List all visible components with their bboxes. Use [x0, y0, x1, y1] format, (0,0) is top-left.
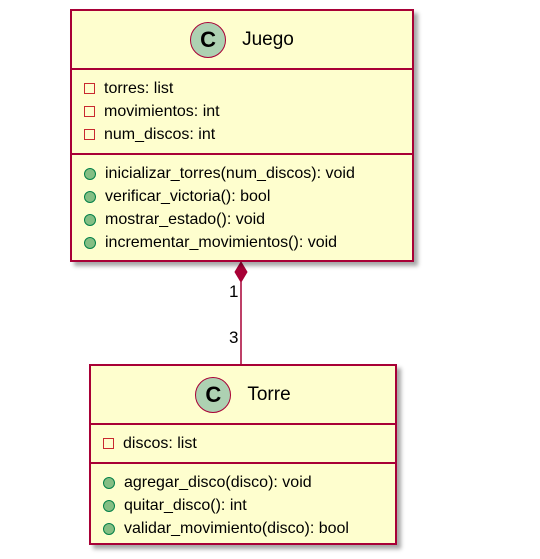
method: verificar_victoria(): bool	[84, 185, 412, 208]
public-visibility-icon	[103, 522, 115, 535]
class-name: Juego	[242, 28, 294, 50]
attributes-section: discos: list	[91, 425, 395, 462]
class-torre: C Torre discos: list agregar_disco(disco…	[89, 364, 397, 545]
attributes-section: torres: list movimientos: int num_discos…	[72, 70, 412, 153]
private-visibility-icon	[103, 438, 114, 449]
attribute: torres: list	[84, 77, 412, 100]
method: quitar_disco(): int	[103, 494, 395, 517]
class-header: C Juego	[72, 11, 412, 70]
attribute: num_discos: int	[84, 123, 412, 146]
composition-diamond-icon	[234, 261, 248, 283]
private-visibility-icon	[84, 129, 95, 140]
public-visibility-icon	[84, 236, 96, 249]
method: validar_movimiento(disco): bool	[103, 517, 395, 540]
public-visibility-icon	[103, 476, 115, 489]
class-c-icon: C	[195, 376, 232, 413]
class-juego: C Juego torres: list movimientos: int nu…	[70, 9, 414, 262]
attribute: discos: list	[103, 432, 395, 455]
public-visibility-icon	[103, 499, 115, 512]
method: mostrar_estado(): void	[84, 208, 412, 231]
public-visibility-icon	[84, 190, 96, 203]
method: incrementar_movimientos(): void	[84, 231, 412, 254]
method: inicializar_torres(num_discos): void	[84, 162, 412, 185]
methods-section: agregar_disco(disco): void quitar_disco(…	[91, 462, 395, 547]
source-multiplicity: 1	[229, 282, 239, 301]
class-name: Torre	[247, 383, 291, 405]
class-header: C Torre	[91, 366, 395, 425]
methods-section: inicializar_torres(num_discos): void ver…	[72, 153, 412, 261]
method: agregar_disco(disco): void	[103, 471, 395, 494]
private-visibility-icon	[84, 83, 95, 94]
attribute: movimientos: int	[84, 100, 412, 123]
public-visibility-icon	[84, 213, 96, 226]
public-visibility-icon	[84, 167, 96, 180]
target-multiplicity: 3	[229, 328, 239, 347]
private-visibility-icon	[84, 106, 95, 117]
class-c-icon: C	[190, 21, 227, 58]
